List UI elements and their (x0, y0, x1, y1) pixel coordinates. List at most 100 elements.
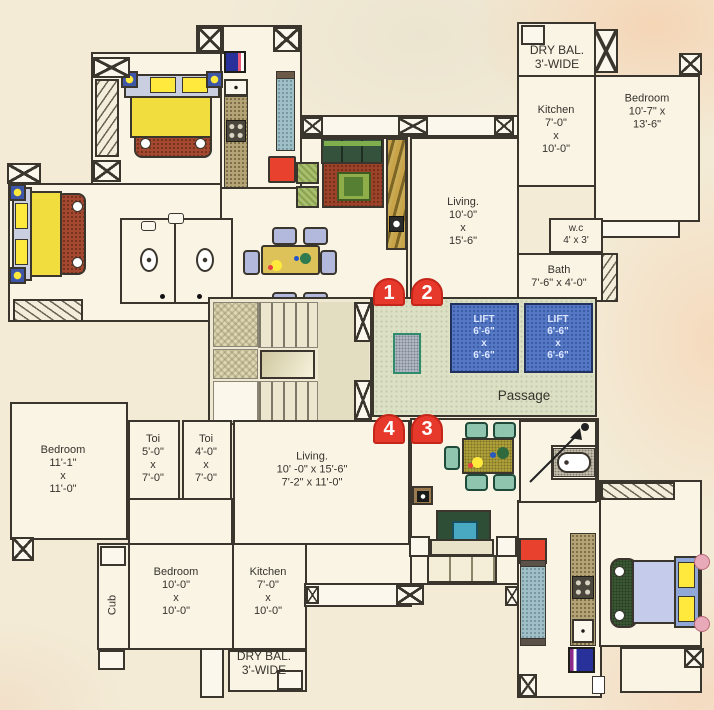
plate (268, 265, 273, 270)
planter-box (521, 25, 545, 45)
side-table (496, 536, 517, 557)
bed-post (694, 616, 710, 632)
label-tr-living: Living. 10'-0" x 15'-6" (447, 196, 479, 247)
stair-landing-hatch (213, 349, 258, 379)
plate (468, 463, 473, 468)
rug (322, 162, 384, 208)
double-bed (610, 554, 710, 632)
chair (303, 227, 328, 245)
duct-window (393, 333, 421, 374)
bed-knob (72, 257, 83, 268)
drybal-box (277, 670, 303, 690)
lift-2 (524, 303, 593, 373)
column-icon (7, 163, 41, 184)
wardrobe (13, 299, 83, 322)
label-bl-toi1: Toi 5'-0" x 7'-0" (142, 433, 164, 484)
bed-mattress (130, 96, 212, 138)
column-icon (354, 302, 372, 342)
bath-closet (601, 253, 618, 302)
dining-table (462, 438, 514, 474)
sofa-back-cushions (430, 539, 494, 556)
service-box (200, 648, 224, 698)
tv-icon (417, 491, 429, 502)
tv-table (412, 486, 433, 505)
label-bl-bedroom2: Bedroom 10'-0" x 10'-0" (153, 566, 199, 617)
door-hinge (197, 294, 202, 299)
bed-mattress (30, 191, 62, 277)
bed-knob (614, 566, 625, 577)
corner-box (98, 650, 125, 670)
plate (294, 256, 299, 261)
wardrobe (601, 482, 675, 500)
column-icon (396, 585, 424, 605)
stair-mid-landing (260, 350, 315, 379)
double-bed (9, 184, 88, 284)
room-tr-wc (549, 218, 603, 253)
label-bl-drybal: DRY BAL. 3'-WIDE (236, 648, 292, 677)
room-br-balcony (620, 647, 702, 693)
stair-landing (213, 381, 258, 422)
pillow (678, 562, 695, 588)
kitchen-platform (520, 566, 546, 640)
bed-knob (614, 610, 625, 621)
plate (271, 260, 282, 271)
door-hinge (160, 294, 165, 299)
bed-knob (195, 138, 206, 149)
pantry-box (592, 676, 605, 694)
column-icon (519, 674, 537, 697)
column-icon (354, 380, 372, 420)
label-bl-cub: Cub (106, 594, 119, 616)
rug-center (344, 177, 363, 196)
label-tr-bedroom: Bedroom 10'-7" x 13'-6" (624, 92, 670, 131)
refrigerator-icon (568, 647, 595, 673)
pillow (15, 203, 28, 229)
chair (320, 250, 337, 275)
cistern (168, 213, 184, 224)
armchair (296, 186, 319, 208)
cub-shelf (100, 546, 126, 566)
label-bl-bedroom1: Bedroom 11'-1" x 11'-0" (40, 444, 86, 495)
column-icon (273, 27, 300, 52)
unit-marker-3: 3 (411, 414, 443, 444)
stove-icon (572, 576, 594, 599)
plate (490, 452, 496, 458)
armchair (268, 156, 296, 183)
room-tl-toilets (120, 218, 233, 304)
column-icon (198, 27, 222, 52)
pillow (678, 596, 695, 622)
label-tr-wc: w.c 4' x 3' (563, 223, 589, 246)
kitchen-platform (276, 78, 295, 151)
chair (243, 250, 260, 275)
sink-icon (224, 79, 248, 96)
plate (497, 447, 509, 459)
lift-1 (450, 303, 519, 373)
unit-marker-1: 1 (373, 278, 405, 306)
bed-post (9, 184, 26, 201)
room-tr-step (600, 220, 680, 238)
toilet-icon (140, 248, 158, 272)
chair (465, 474, 488, 491)
chair (465, 422, 488, 439)
lift-1-label: LIFT 6'-6" x 6'-6" (473, 314, 495, 361)
unit-marker-4: 4 (373, 414, 405, 444)
bathtub-icon (557, 452, 591, 473)
refrigerator-icon (224, 51, 246, 73)
bed-knob (72, 201, 83, 212)
label-tr-drybal: DRY BAL. 3'-WIDE (529, 42, 585, 71)
balcony-planter (386, 138, 407, 250)
column-icon (93, 57, 130, 78)
sofa (321, 138, 384, 164)
label-passage: Passage (497, 388, 551, 404)
column-icon (302, 117, 323, 135)
bed-mattress (632, 560, 680, 624)
room-bl-toi2 (182, 420, 232, 500)
room-bl-bedroom1 (10, 402, 128, 540)
dining-table (261, 245, 320, 275)
stove-icon (226, 120, 246, 142)
stair-landing-hatch (213, 302, 258, 347)
counter-cap (520, 638, 546, 646)
chair (493, 474, 516, 491)
sink-icon (141, 221, 156, 231)
room-tr-bedroom (594, 75, 700, 222)
